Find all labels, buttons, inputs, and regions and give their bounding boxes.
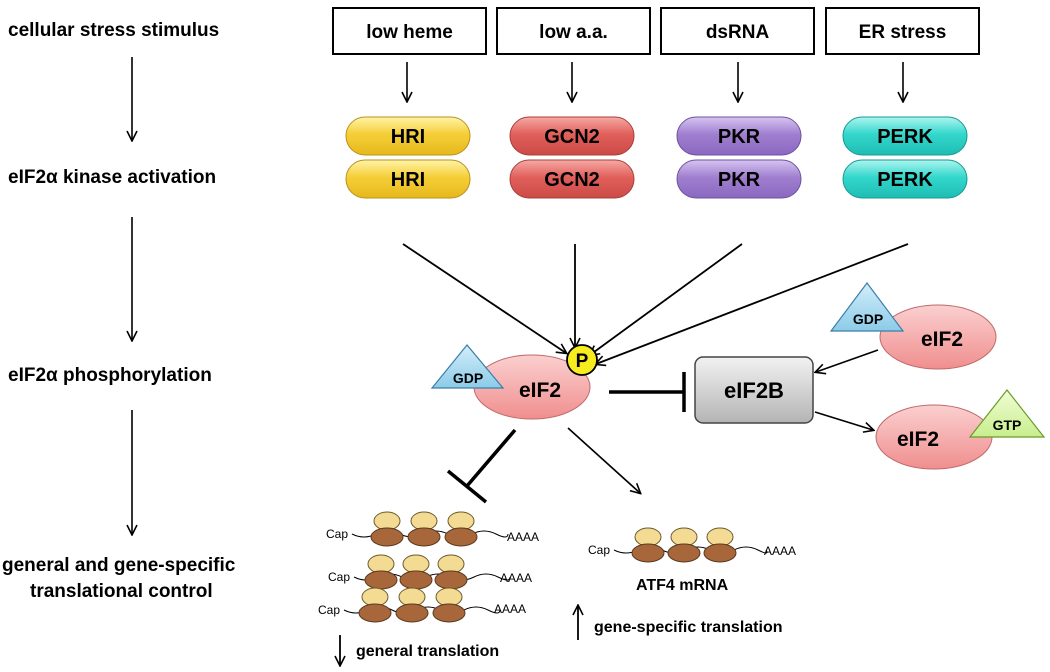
kinase-label: PKR <box>718 169 761 191</box>
stimulus-label: low a.a. <box>539 22 608 43</box>
phosphate-icon <box>566 344 598 376</box>
kinase-label: PKR <box>718 126 761 148</box>
gdp-triangle-icon <box>829 282 905 332</box>
phosphate-label: P <box>576 351 589 372</box>
cap-label: Cap <box>326 527 348 541</box>
cap-label: Cap <box>318 603 340 617</box>
inhibition-bar-icon <box>446 428 517 504</box>
polya-label: AAAA <box>494 602 526 616</box>
eif2b-complex: eIF2B <box>694 356 814 424</box>
stimulus-er-stress: ER stress <box>825 7 980 55</box>
inhibition-bar-icon <box>609 372 686 412</box>
kinase-perk: PERK PERK <box>842 116 968 199</box>
kinase-arrows <box>402 243 909 364</box>
eif2-label: eIF2 <box>897 428 939 451</box>
mrna-2: Cap AAAA <box>328 554 532 590</box>
kinase-label: HRI <box>391 169 425 191</box>
stimulus-low-aa: low a.a. <box>496 7 651 55</box>
eif2-phosphorylated: GDP eIF2 P <box>430 344 598 420</box>
stimulus-label: dsRNA <box>706 22 770 43</box>
arrow-icon <box>596 243 909 364</box>
step-phosphorylation: eIF2α phosphorylation <box>8 365 212 386</box>
exchange-arrows <box>814 349 879 430</box>
stimulus-label: low heme <box>366 22 453 43</box>
step-stimulus: cellular stress stimulus <box>8 20 219 41</box>
gdp-label: GDP <box>453 370 483 386</box>
gdp-triangle-icon <box>430 344 505 389</box>
mrna-1: Cap AAAA <box>326 511 539 547</box>
step-control-line2: translational control <box>30 581 213 602</box>
general-translation-label: general translation <box>356 643 499 660</box>
stimulus-low-heme: low heme <box>332 7 487 55</box>
step-control-line1: general and gene-specific <box>2 555 236 576</box>
arrow-icon <box>814 411 873 430</box>
eif2b-label: eIF2B <box>724 378 784 403</box>
arrow-icon <box>816 349 879 372</box>
general-mrnas: Cap AAAA Cap AAAA Cap AAAA <box>318 511 539 623</box>
stimulus-label: ER stress <box>859 22 947 43</box>
kinase-label: GCN2 <box>544 126 600 148</box>
eif2-label: eIF2 <box>519 379 561 402</box>
kinase-gcn2: GCN2 GCN2 <box>509 116 635 199</box>
cap-label: Cap <box>328 570 350 584</box>
polya-label: AAAA <box>764 544 796 558</box>
stimulus-arrows <box>407 62 903 101</box>
kinase-label: PERK <box>877 169 933 191</box>
cap-label: Cap <box>588 543 610 557</box>
eif2-gdp: GDP eIF2 <box>829 282 997 370</box>
gtp-label: GTP <box>993 417 1022 433</box>
arrow-icon <box>590 243 743 355</box>
arrow-icon <box>567 427 640 493</box>
gdp-label: GDP <box>853 311 883 327</box>
atf4-mrna: Cap AAAA ATF4 mRNA <box>588 527 796 594</box>
step-kinase-activation: eIF2α kinase activation <box>8 167 216 188</box>
mrna-3: Cap AAAA <box>318 587 526 623</box>
arrow-icon <box>402 243 566 353</box>
kinase-label: HRI <box>391 126 425 148</box>
polya-label: AAAA <box>500 571 532 585</box>
stimulus-dsrna: dsRNA <box>660 7 815 55</box>
kinase-label: GCN2 <box>544 169 600 191</box>
gene-specific-translation-label: gene-specific translation <box>594 619 783 636</box>
kinase-pkr: PKR PKR <box>676 116 802 199</box>
kinase-label: PERK <box>877 126 933 148</box>
kinase-hri: HRI HRI <box>345 116 471 199</box>
gtp-triangle-icon <box>968 389 1046 438</box>
atf4-label: ATF4 mRNA <box>636 577 729 594</box>
polya-label: AAAA <box>507 530 539 544</box>
eif2-gtp: GTP eIF2 <box>875 389 1046 470</box>
eif2-label: eIF2 <box>921 328 963 351</box>
